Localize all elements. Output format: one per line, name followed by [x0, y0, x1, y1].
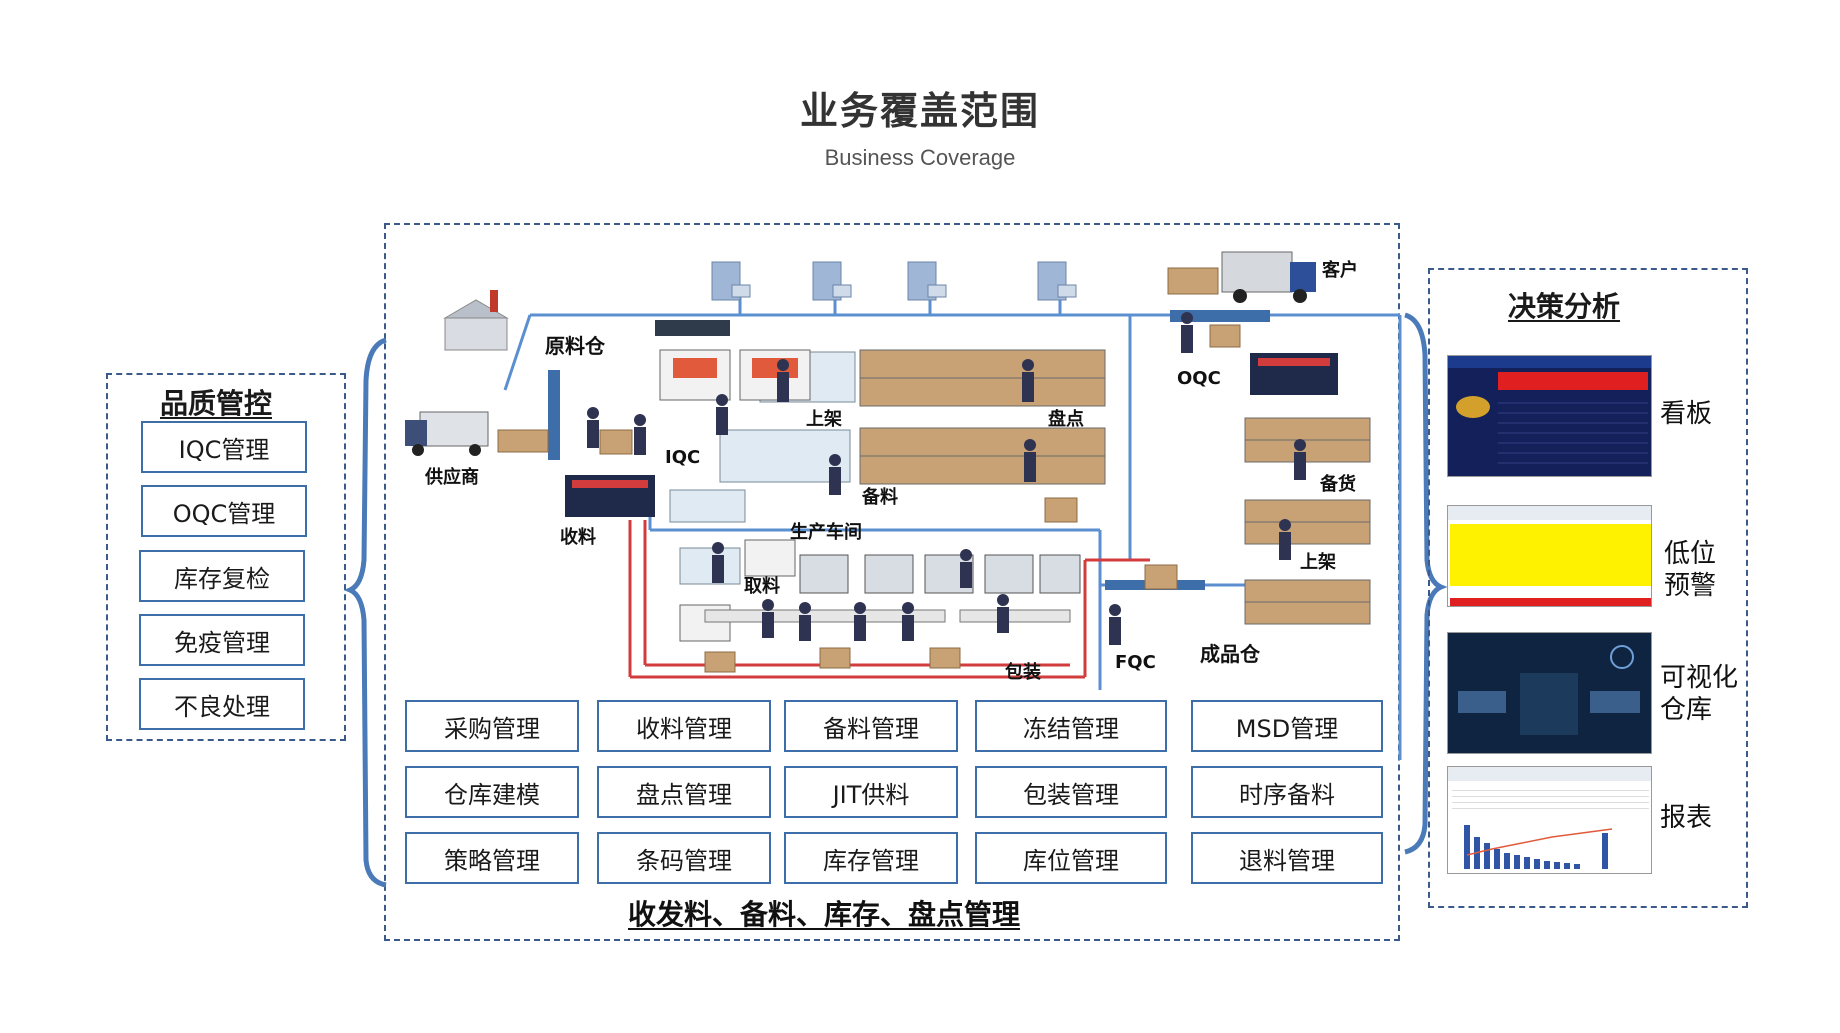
module-freeze[interactable]: 冻结管理 [975, 700, 1167, 752]
dashboard-header-bar [1448, 356, 1651, 368]
dashboard-gauge [1456, 396, 1490, 418]
cardboard-boxes [599, 324, 1241, 673]
label-receiving: 收料 [560, 527, 596, 548]
warning-red-row [1450, 598, 1651, 606]
label-finished-warehouse: 成品仓 [1200, 642, 1260, 666]
module-prep[interactable]: 备料管理 [784, 700, 958, 752]
label-shelving-1: 上架 [806, 409, 842, 430]
label-raw-warehouse: 原料仓 [545, 334, 605, 358]
left-brace [343, 337, 387, 888]
customer-truck-icon [1167, 251, 1316, 303]
report-bar-chart [1464, 825, 1613, 869]
label-oqc: OQC [1177, 368, 1221, 389]
right-brace [1404, 312, 1448, 855]
label-picking: 取料 [744, 576, 780, 597]
module-location[interactable]: 库位管理 [975, 832, 1167, 884]
label-visual-warehouse: 可视化 仓库 [1660, 663, 1739, 725]
low-stock-thumbnail[interactable] [1447, 505, 1652, 607]
raw-warehouse-bar [548, 370, 560, 460]
supplier-truck-icon [405, 411, 489, 456]
module-warehouse-modeling[interactable]: 仓库建模 [405, 766, 579, 818]
report-table [1452, 785, 1649, 813]
module-immunity[interactable]: 免疫管理 [139, 614, 305, 666]
warning-white-row [1450, 586, 1651, 598]
module-procurement[interactable]: 采购管理 [405, 700, 579, 752]
report-toolbar [1448, 767, 1651, 781]
label-stocking: 备货 [1320, 474, 1356, 495]
factory-icon [443, 290, 509, 351]
worker-figures [587, 312, 1306, 645]
oqc-bar [1170, 310, 1270, 322]
label-shelving-2: 上架 [1300, 552, 1336, 573]
module-receiving[interactable]: 收料管理 [597, 700, 771, 752]
work-tables [704, 609, 1071, 623]
vw-right-rack [1590, 691, 1640, 713]
module-stock-recheck[interactable]: 库存复检 [139, 550, 305, 602]
label-report: 报表 [1660, 803, 1713, 833]
report-thumbnail[interactable] [1447, 766, 1652, 874]
module-sequenced-prep[interactable]: 时序备料 [1191, 766, 1383, 818]
quality-control-panel [106, 373, 346, 741]
module-defect[interactable]: 不良处理 [139, 678, 305, 730]
switch-icon [655, 320, 730, 336]
module-barcode[interactable]: 条码管理 [597, 832, 771, 884]
center-caption: 收发料、备料、库存、盘点管理 [628, 898, 1021, 931]
label-packing: 包装 [1005, 662, 1041, 683]
visual-warehouse-thumbnail[interactable] [1447, 632, 1652, 754]
label-low-stock: 低位 预警 [1664, 539, 1717, 601]
label-iqc: IQC [665, 447, 701, 468]
monitor-screens [565, 349, 1338, 642]
vw-center [1520, 673, 1578, 735]
label-customer: 客户 [1322, 260, 1358, 281]
server-icons [711, 261, 1077, 301]
pallet-boxes [497, 429, 549, 453]
page-title: 业务覆盖范围 [799, 89, 1040, 133]
module-oqc[interactable]: OQC管理 [141, 485, 307, 537]
label-prep: 备料 [862, 487, 898, 508]
label-stocktake: 盘点 [1048, 409, 1084, 430]
vw-left-rack [1458, 691, 1506, 713]
dashboard-table-rows [1498, 394, 1648, 472]
module-inventory[interactable]: 库存管理 [784, 832, 958, 884]
dashboard-thumbnail[interactable] [1447, 355, 1652, 477]
label-supplier: 供应商 [425, 467, 479, 488]
module-msd[interactable]: MSD管理 [1191, 700, 1383, 752]
module-return[interactable]: 退料管理 [1191, 832, 1383, 884]
warning-rows [1450, 524, 1651, 586]
smt-line [799, 554, 1081, 594]
module-strategy[interactable]: 策略管理 [405, 832, 579, 884]
label-fqc: FQC [1115, 652, 1156, 673]
quality-control-title: 品质管控 [160, 387, 273, 420]
module-jit[interactable]: JIT供料 [784, 766, 958, 818]
label-workshop: 生产车间 [790, 522, 862, 543]
label-dashboard: 看板 [1660, 399, 1713, 429]
page-subtitle: Business Coverage [824, 145, 1016, 170]
decision-analysis-title: 决策分析 [1508, 290, 1621, 323]
warning-toolbar [1448, 506, 1651, 520]
module-iqc[interactable]: IQC管理 [141, 421, 307, 473]
dashboard-alert-rows [1498, 372, 1648, 390]
module-packing[interactable]: 包装管理 [975, 766, 1167, 818]
vw-gauge [1610, 645, 1634, 669]
module-stocktake[interactable]: 盘点管理 [597, 766, 771, 818]
decision-analysis-panel [1428, 268, 1748, 908]
